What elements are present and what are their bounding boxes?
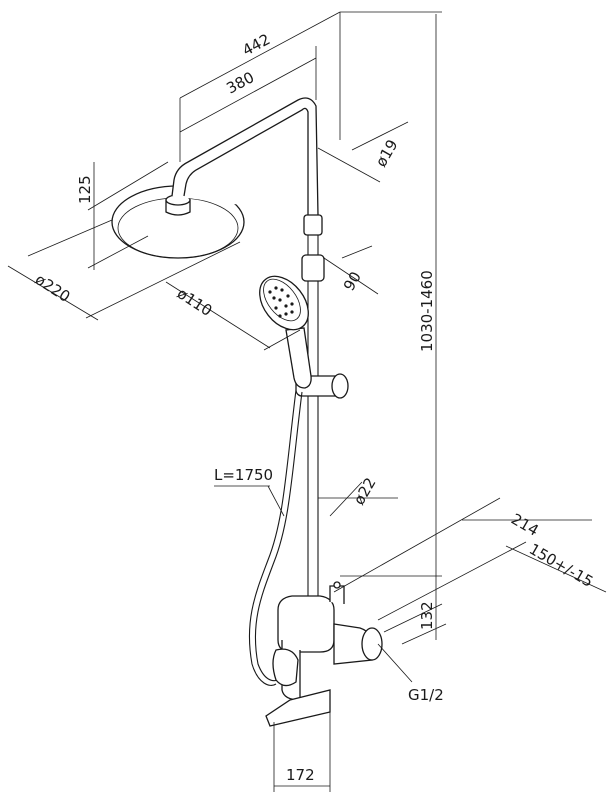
dim-442: 442 xyxy=(239,30,273,59)
dim-thread: G1/2 xyxy=(408,686,444,704)
dim-hand-110: ø110 xyxy=(174,284,216,320)
rain-shower-head xyxy=(111,185,245,259)
dim-214: 214 xyxy=(508,510,542,540)
nozzle-holes xyxy=(268,286,294,318)
dim-172: 172 xyxy=(286,766,315,784)
mixer-body xyxy=(265,581,383,727)
dim-total-height: 1030-1460 xyxy=(418,270,436,352)
riser-pipe xyxy=(295,214,349,598)
shower-hose xyxy=(248,389,303,686)
dim-90: 90 xyxy=(340,268,365,294)
dim-hose-length: L=1750 xyxy=(214,466,273,484)
dim-rain-220: ø220 xyxy=(32,270,74,306)
dim-pipe-19: ø19 xyxy=(372,137,402,170)
dim-pipe-22: ø22 xyxy=(350,475,380,508)
hand-shower xyxy=(259,275,312,389)
dim-132: 132 xyxy=(418,601,436,630)
shower-arm xyxy=(171,97,319,216)
dim-125: 125 xyxy=(76,175,94,204)
dim-inlet-spacing: 150+/-15 xyxy=(526,540,596,591)
dimension-lines xyxy=(7,11,607,792)
